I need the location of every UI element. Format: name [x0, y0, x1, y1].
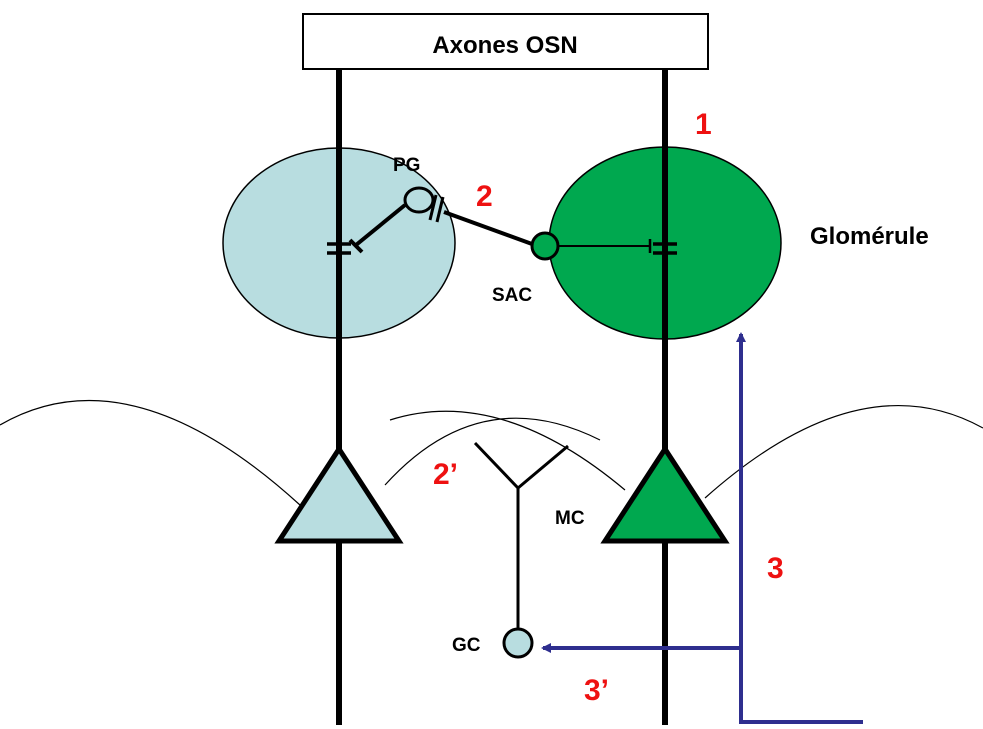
- granule-cell-dendrites: [475, 443, 568, 630]
- pg-label: PG: [393, 155, 420, 176]
- marker-2-prime: 2’: [433, 458, 458, 491]
- gc-label: GC: [452, 635, 481, 656]
- mitral-cell-left: [279, 449, 399, 541]
- axon-box-label: Axones OSN: [432, 32, 577, 59]
- sac-cell: [532, 233, 558, 259]
- marker-3: 3: [767, 552, 784, 585]
- layer-arc-right: [705, 406, 983, 498]
- layer-arc-center-left: [385, 418, 600, 485]
- pg-sac-connection: [444, 212, 532, 244]
- marker-1: 1: [695, 108, 712, 141]
- mitral-cell-right: [605, 449, 725, 541]
- glomerule-label: Glomérule: [810, 223, 929, 250]
- feedback-pathway-main: [741, 334, 863, 722]
- pg-cell: [405, 188, 433, 212]
- granule-cell: [504, 629, 532, 657]
- layer-arc-left: [0, 401, 300, 505]
- mc-label: MC: [555, 508, 585, 529]
- sac-label: SAC: [492, 285, 532, 306]
- marker-2: 2: [476, 180, 493, 213]
- marker-3-prime: 3’: [584, 674, 609, 707]
- layer-arcs: [0, 401, 983, 505]
